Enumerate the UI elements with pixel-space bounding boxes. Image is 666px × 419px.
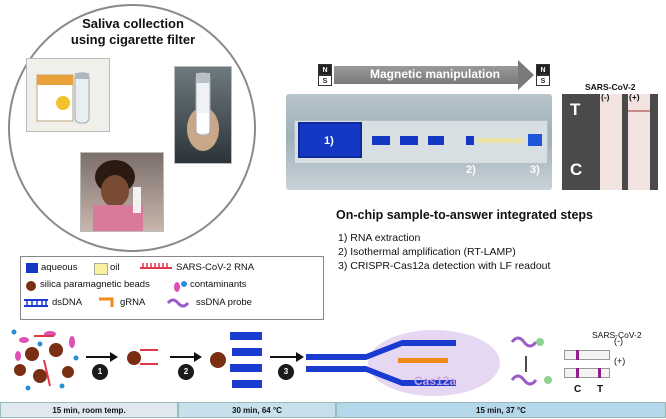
flow-arrow-2-head [194, 352, 202, 362]
oil-segment [478, 138, 524, 143]
chamber-3-label: 3) [530, 164, 540, 176]
chamber-3 [528, 134, 542, 146]
collection-kit-photo [26, 58, 110, 132]
legend-grna: gRNA [120, 297, 146, 308]
contaminant-icon [174, 281, 187, 292]
flow-step-2-badge: 2 [178, 364, 194, 380]
final-t-label: T [597, 384, 604, 395]
flow-step-1-badge: 1 [92, 364, 108, 380]
step-3-text: 3) CRISPR-Cas12a detection with LF reado… [338, 260, 551, 272]
legend-beads: silica paramagnetic beads [40, 279, 150, 290]
legend-contaminants: contaminants [190, 279, 247, 290]
magnet-left-south: S [318, 75, 332, 86]
lf-title: SARS-CoV-2 [585, 82, 636, 92]
timeline-stage-1: 15 min, room temp. [0, 402, 178, 418]
magnet-right: N S [536, 64, 550, 86]
lf-test-line-label: T [570, 100, 581, 119]
oil-swatch [94, 263, 108, 275]
legend-oil: oil [110, 262, 120, 273]
strip-positive [564, 368, 610, 378]
sample-mixture [11, 329, 79, 391]
timeline-stage-3: 15 min, 37 °C [336, 402, 666, 418]
control-band-neg [576, 350, 579, 360]
chamber-droplet-c [428, 136, 444, 145]
magnet-right-south: S [536, 75, 550, 86]
final-c-label: C [574, 384, 582, 395]
saliva-title-line1: Saliva collection [82, 16, 184, 31]
chamber-1: 1) [298, 122, 362, 158]
magnet-left-north: N [318, 64, 332, 75]
test-band-pos [598, 368, 601, 378]
control-band-pos [576, 368, 579, 378]
magnet-right-north: N [536, 64, 550, 75]
lf-neg-label: (-) [601, 92, 610, 102]
lf-control-line-label: C [570, 160, 583, 179]
participant-photo [80, 152, 164, 232]
flow-arrow-3-head [296, 352, 304, 362]
chamber-droplet-a [372, 136, 390, 145]
flow-arrow-3 [270, 356, 298, 358]
magnetic-arrow-body [334, 66, 520, 84]
tube-photo [174, 66, 232, 164]
amplified-dsdna [210, 332, 262, 388]
tube-illustration [187, 72, 219, 151]
final-neg-label: (-) [614, 336, 623, 346]
rna-icon [140, 263, 172, 269]
chamber-droplet-b [400, 136, 418, 145]
timeline-stage-2: 30 min, 64 °C [178, 402, 336, 418]
step-1-text: 1) RNA extraction [338, 232, 421, 244]
step-2-text: 2) Isothermal amplification (RT-LAMP) [338, 246, 516, 258]
flow-arrow-1-head [110, 352, 118, 362]
flow-arrow-2 [170, 356, 196, 358]
aqueous-swatch [26, 263, 38, 273]
cleaved-probes [510, 336, 552, 386]
flow-step-3-badge: 3 [278, 364, 294, 380]
legend-probe: ssDNA probe [196, 297, 252, 308]
bead-icon [26, 281, 36, 291]
final-readout-title: SARS-CoV-2 [592, 330, 642, 340]
probe-icon [166, 298, 190, 308]
cas12a-dsdna [306, 340, 456, 386]
magnetic-arrow-head [518, 60, 534, 90]
grna-icon [99, 297, 114, 307]
dsdna-icon [24, 299, 48, 307]
participant-illustration [93, 160, 143, 231]
lf-strip-negative [600, 94, 622, 190]
chamber-2 [466, 136, 474, 145]
saliva-title-line2: using cigarette filter [70, 32, 196, 47]
legend [20, 256, 324, 320]
final-pos-label: (+) [614, 356, 626, 366]
flow-arrow-1 [86, 356, 112, 358]
lf-test-band-positive [628, 110, 650, 112]
chamber-2-label: 2) [466, 164, 476, 176]
steps-title: On-chip sample-to-answer integrated step… [336, 208, 593, 222]
magnet-left: N S [318, 64, 332, 86]
chamber-1-label: 1) [324, 135, 334, 147]
legend-rna: SARS-CoV-2 RNA [176, 262, 255, 273]
strip-negative [564, 350, 610, 360]
final-readout-strips [564, 344, 630, 382]
collection-kit-illustration [36, 72, 90, 124]
cas12a-label: Cas12a [414, 374, 457, 388]
bound-rna [127, 349, 158, 365]
legend-aqueous: aqueous [41, 262, 78, 273]
saliva-collection-title: Saliva collection using cigarette filter [38, 16, 228, 48]
magnetic-manipulation-label: Magnetic manipulation [369, 67, 500, 81]
lf-pos-label: (+) [629, 92, 640, 102]
lf-strip-positive [628, 94, 650, 190]
legend-dsdna: dsDNA [52, 297, 83, 308]
